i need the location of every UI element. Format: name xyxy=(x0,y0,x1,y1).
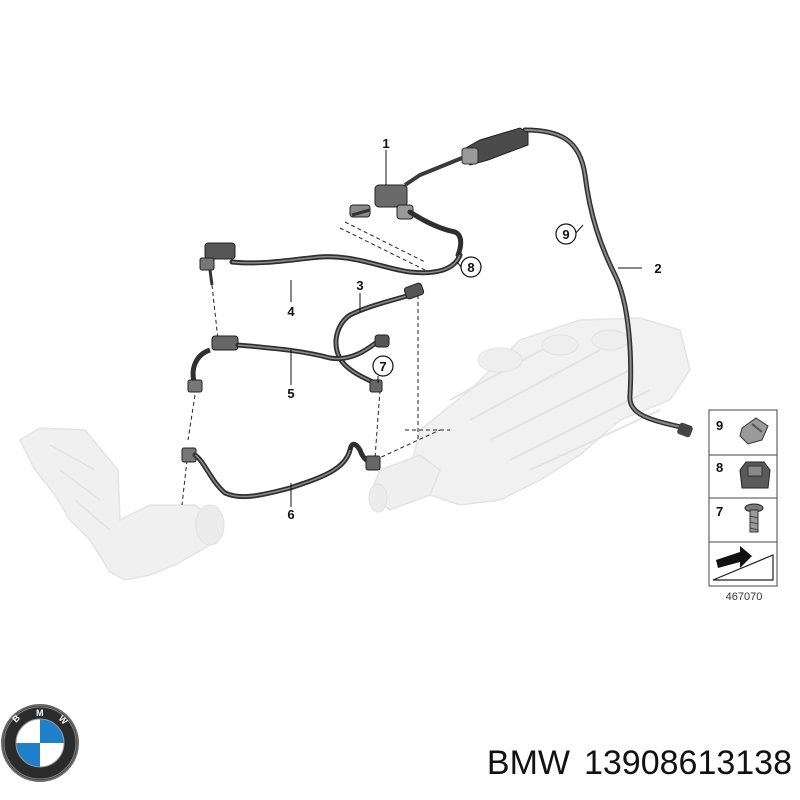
hose-2 xyxy=(522,127,693,438)
screw-icon xyxy=(744,503,764,533)
hose-4 xyxy=(199,242,463,286)
callout-5: 5 xyxy=(287,386,294,401)
intake-manifold-illustration xyxy=(368,317,691,513)
wedge-arrow-icon xyxy=(712,546,774,581)
hose-5 xyxy=(187,334,390,393)
legend-row-8: 8 xyxy=(716,460,771,489)
legend-row-9: 9 xyxy=(716,417,769,445)
callout-3: 3 xyxy=(356,278,363,293)
part-caption: BMW 13908613138 xyxy=(408,738,792,788)
bmw-logo: B M W xyxy=(1,704,79,782)
callout-4: 4 xyxy=(287,304,295,319)
purge-valve-1 xyxy=(349,184,414,220)
circled-callout-9: 9 xyxy=(555,223,577,245)
svg-text:M: M xyxy=(36,708,44,718)
hose-clip-icon xyxy=(739,417,769,445)
svg-text:7: 7 xyxy=(379,359,386,374)
svg-text:7: 7 xyxy=(716,504,723,519)
hose-to-clip-8 xyxy=(407,209,464,258)
circled-callout-8: 8 xyxy=(460,256,482,278)
reference-number: 467070 xyxy=(726,591,763,603)
carbon-canister-valve xyxy=(461,127,529,166)
legend-row-7: 7 xyxy=(716,503,764,533)
callout-1: 1 xyxy=(382,136,389,151)
svg-text:8: 8 xyxy=(716,460,723,475)
dashed-leader-lines xyxy=(181,221,450,506)
clamp-icon xyxy=(739,461,771,489)
hose-3 xyxy=(333,282,425,388)
hose-6 xyxy=(181,441,381,500)
circled-callout-7: 7 xyxy=(372,355,394,377)
svg-text:8: 8 xyxy=(467,260,474,275)
callout-2: 2 xyxy=(654,261,661,276)
legend-row-wedge xyxy=(712,546,774,581)
air-duct-illustration xyxy=(19,427,225,581)
clip-7-fitting xyxy=(369,379,383,393)
callout-6: 6 xyxy=(287,507,294,522)
svg-text:9: 9 xyxy=(716,418,723,433)
svg-text:9: 9 xyxy=(562,227,569,242)
part-number: 13908613138 xyxy=(583,744,792,782)
brand-name: BMW xyxy=(486,744,570,782)
hose-canister-to-valve xyxy=(403,156,463,187)
parts-legend: 9 8 7 xyxy=(708,409,778,587)
